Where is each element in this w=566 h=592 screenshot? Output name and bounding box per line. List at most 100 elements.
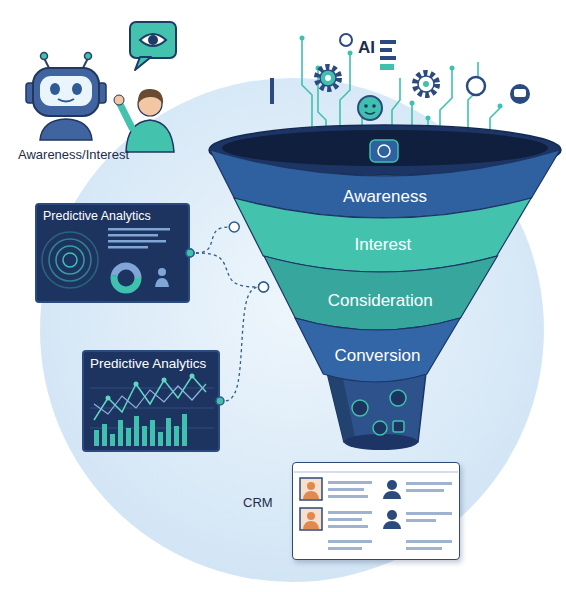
avatar-head — [307, 482, 315, 490]
donut-chart — [114, 266, 138, 290]
person-arm — [120, 104, 132, 128]
face-icon — [358, 96, 382, 120]
panel-heading: Predictive Analytics — [90, 356, 206, 371]
trend-line — [94, 384, 206, 414]
connector-dot — [216, 397, 224, 405]
bubble-tail — [135, 57, 151, 70]
stage-label: Consideration — [264, 291, 497, 311]
avatar-head — [307, 512, 315, 520]
speech-bubble — [130, 22, 176, 70]
funnel-mouth — [222, 130, 548, 166]
bar — [134, 416, 139, 446]
band-shape — [295, 318, 460, 382]
text-line — [328, 518, 362, 521]
face-eye — [372, 104, 376, 108]
crm-row — [300, 508, 452, 530]
core-mark — [378, 145, 390, 157]
bar — [118, 420, 123, 446]
dashed-connector — [220, 287, 264, 401]
robot-antenna-tip — [41, 53, 48, 60]
circuit-dot — [410, 101, 415, 106]
trend-dot — [134, 382, 139, 387]
radar-ring — [56, 246, 84, 274]
eye-icon — [140, 34, 166, 46]
avatar-head — [387, 510, 397, 520]
circuit-dots — [300, 36, 503, 121]
text-line — [108, 234, 158, 237]
window-label: CRM — [243, 495, 273, 511]
analytics-panel: Predictive Analytics — [35, 203, 190, 303]
circuit-trace — [468, 62, 478, 138]
bar — [174, 426, 179, 446]
person-hand — [114, 95, 124, 105]
radar-chart — [42, 232, 98, 288]
circuit-dot — [300, 36, 305, 41]
circuit-dot — [450, 66, 455, 71]
stage-caption: Awareness/Interest — [18, 147, 129, 162]
crm-row — [328, 540, 452, 550]
person-icon — [114, 89, 174, 152]
avatar-body — [383, 491, 401, 499]
connector-dot — [259, 282, 269, 292]
radar-ring — [63, 253, 77, 267]
bar — [110, 434, 115, 446]
neck-icon — [390, 390, 406, 406]
text-line — [406, 540, 452, 543]
radar-ring — [49, 239, 91, 281]
avatar-body — [303, 521, 319, 529]
circuit-trace — [302, 40, 312, 140]
robot-icon — [26, 53, 106, 141]
text-line — [108, 246, 148, 249]
funnel-stage: Awareness — [210, 150, 560, 198]
gear-body — [418, 76, 434, 92]
text-line — [406, 547, 442, 550]
chat-icon — [510, 84, 530, 104]
trend-dots — [106, 374, 195, 401]
avatar-body — [303, 491, 319, 499]
connector-dot — [229, 222, 239, 232]
robot-mouth — [58, 99, 74, 102]
crm-window: CRM — [292, 462, 460, 560]
gear-teeth — [415, 73, 437, 95]
user-icon — [158, 268, 166, 276]
crm-row — [300, 478, 452, 500]
bar — [142, 426, 147, 446]
avatar-body — [383, 521, 401, 529]
grid-lines — [90, 388, 214, 428]
text-line — [328, 511, 372, 514]
trend-dot — [162, 378, 167, 383]
funnel-stage: Interest — [234, 198, 531, 256]
text-line — [406, 512, 452, 515]
neck-icon — [373, 421, 387, 435]
grid-line — [90, 408, 214, 409]
circuit-dot — [426, 116, 431, 121]
avatar-head — [387, 480, 397, 490]
bar-icon — [380, 56, 396, 60]
core-chip — [370, 140, 398, 162]
bar — [158, 432, 163, 446]
connector-dot — [186, 249, 194, 257]
person-hair — [138, 89, 163, 104]
analytics-panel: Predictive Analytics — [82, 350, 220, 452]
user-icon — [155, 278, 169, 287]
bubble-body — [130, 22, 176, 58]
circuit-dot — [498, 104, 503, 109]
text-line — [108, 240, 166, 243]
avatar-box — [300, 508, 322, 530]
bar-icon — [380, 64, 394, 70]
trend-dot — [190, 374, 195, 379]
gear-teeth — [317, 67, 339, 89]
neck-bottom — [344, 434, 418, 450]
funnel-stage: Consideration — [264, 256, 497, 318]
text-line — [406, 482, 452, 485]
trend-line — [94, 376, 206, 420]
face-eye — [364, 104, 368, 108]
robot-head — [33, 68, 99, 116]
bar-icon — [380, 40, 396, 44]
stage-label: Conversion — [295, 346, 460, 366]
connector-dot — [186, 249, 194, 257]
gear-hub — [423, 81, 429, 87]
neck-icon — [393, 421, 404, 432]
grid-line — [90, 388, 214, 389]
